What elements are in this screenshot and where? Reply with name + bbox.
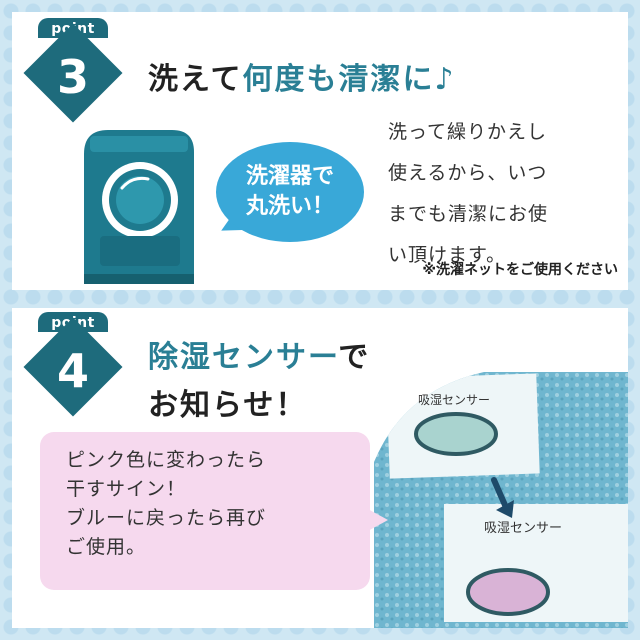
point-4-panel: point 4 除湿センサーで お知らせ！ 吸湿センサー 吸 xyxy=(12,308,628,628)
explanation-line: ご使用。 xyxy=(66,536,147,558)
washing-machine-icon xyxy=(84,130,194,284)
explanation-tail xyxy=(366,508,388,532)
point-3-panel: point 3 洗えて何度も清潔に♪ 洗濯器で 丸洗い！ 洗って繰りかえし 使え… xyxy=(12,12,628,290)
description-line: い頂けます。 xyxy=(388,244,507,266)
laundry-net-note: ※洗濯ネットをご使用ください xyxy=(422,262,618,278)
humidity-sensor-photo: 吸湿センサー 吸湿センサー xyxy=(374,372,628,628)
point-number: 3 xyxy=(56,50,89,104)
color-change-explanation: ピンク色に変わったら 干すサイン！ ブルーに戻ったら再び ご使用。 xyxy=(40,432,370,590)
description-line: 洗って繰りかえし xyxy=(388,121,548,143)
title-part-2: 何度も清潔に♪ xyxy=(242,62,456,97)
point-number: 4 xyxy=(56,344,89,398)
washable-bubble: 洗濯器で 丸洗い！ xyxy=(216,142,364,242)
sensor-label-top: 吸湿センサー xyxy=(418,392,490,407)
section-4-title-line-2: お知らせ！ xyxy=(148,388,308,423)
description-line: 使えるから、いつ xyxy=(388,162,548,184)
explanation-line: 干すサイン！ xyxy=(66,478,187,500)
explanation-line: ピンク色に変わったら xyxy=(66,449,267,471)
bubble-line: 丸洗い！ xyxy=(245,194,334,219)
description-line: までも清潔にお使 xyxy=(388,203,549,225)
title-part-1: 洗えて xyxy=(148,62,243,97)
title-rest: で xyxy=(338,340,371,375)
title-accent: 除湿センサー xyxy=(148,340,339,375)
bubble-line: 洗濯器で xyxy=(245,164,334,189)
sensor-label-bottom: 吸湿センサー xyxy=(484,521,562,536)
section-3-description: 洗って繰りかえし 使えるから、いつ までも清潔にお使 い頂けます。 xyxy=(388,112,624,276)
section-3-title: 洗えて何度も清潔に♪ xyxy=(148,54,456,98)
section-4-title-line-1: 除湿センサーで xyxy=(148,332,370,376)
explanation-line: ブルーに戻ったら再び xyxy=(66,507,267,529)
point-3-badge: point 3 xyxy=(20,18,123,138)
point-4-badge: point 4 xyxy=(20,312,123,432)
